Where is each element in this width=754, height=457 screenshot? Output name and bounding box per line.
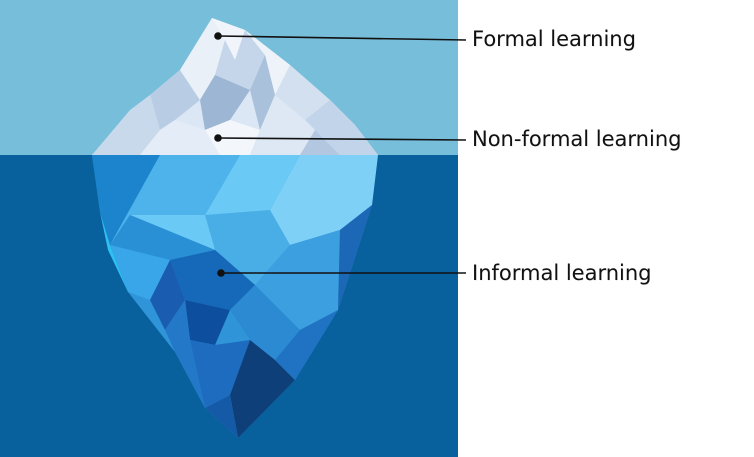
leader-dot-informal <box>217 269 225 277</box>
non-formal-learning-label: Non-formal learning <box>472 127 682 151</box>
iceberg-tip <box>92 18 378 155</box>
leader-dot-formal <box>214 32 222 40</box>
formal-learning-label: Formal learning <box>472 27 636 51</box>
iceberg-underwater <box>92 155 378 438</box>
informal-learning-label: Informal learning <box>472 261 652 285</box>
leader-line-formal <box>217 35 467 41</box>
leader-lines <box>214 32 467 277</box>
leader-dot-non-formal <box>214 134 222 142</box>
leader-line-non-formal <box>217 137 467 141</box>
